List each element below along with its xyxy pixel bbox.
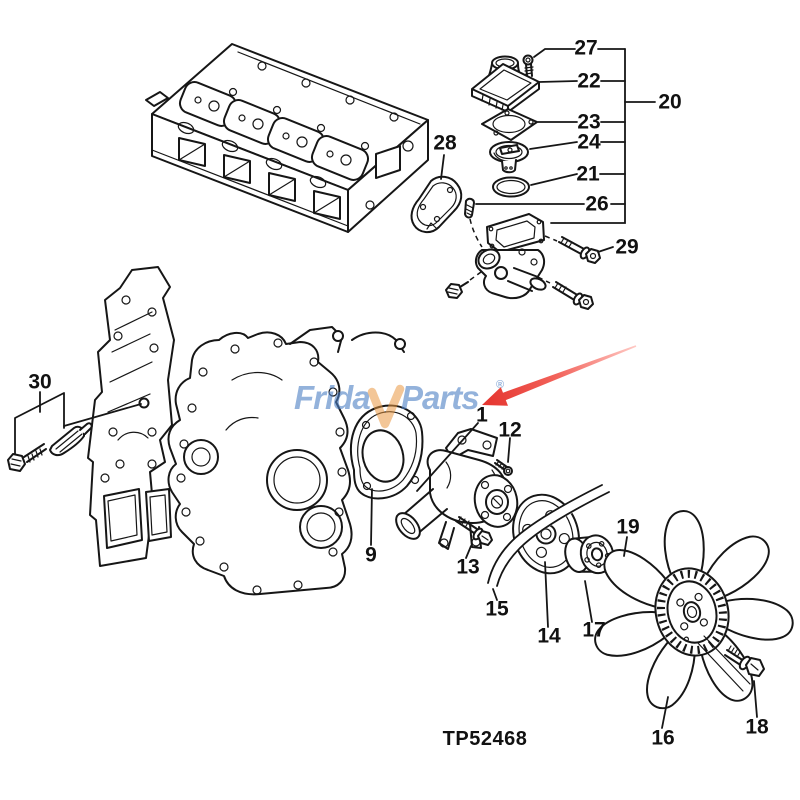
- callout-30: 30: [28, 371, 51, 394]
- thermostat-housing-drawing: [445, 213, 601, 310]
- callout-labels: 1 9 12 13 14 15 16 17 18 19 20 21 22 23 …: [28, 37, 769, 750]
- timing-cover-drawing: [167, 326, 418, 596]
- registered-mark: ®: [496, 379, 504, 391]
- o-ring-21: [492, 176, 530, 198]
- fitting-30: [49, 422, 93, 457]
- bolt-29a: [544, 235, 601, 264]
- engine-block-drawing: [87, 266, 175, 567]
- callout-16: 16: [651, 727, 674, 750]
- bolt-29b: [537, 276, 594, 310]
- callout-9: 9: [365, 544, 377, 567]
- leader-lines: [416, 422, 758, 729]
- red-pointer-arrow: [482, 345, 637, 406]
- callout-13: 13: [456, 556, 479, 579]
- callout-27: 27: [574, 37, 597, 60]
- head-intake-ports: [178, 137, 341, 220]
- callout-21: 21: [576, 163, 600, 186]
- callout-17: 17: [582, 619, 605, 642]
- callout-24: 24: [577, 131, 601, 154]
- gasket-28-drawing: [410, 154, 463, 233]
- watermark-text-prefix: Frida: [294, 379, 370, 416]
- callout-1: 1: [476, 404, 488, 427]
- cylinder-head-drawing: [145, 43, 429, 233]
- belt-15-drawing: [486, 484, 610, 587]
- watermark-check-icon: [367, 384, 405, 429]
- callout-19: 19: [616, 516, 639, 539]
- callout-bracket-20: [475, 48, 656, 253]
- callout-18: 18: [745, 716, 769, 739]
- thermostat-stack-drawing: [464, 54, 540, 248]
- callout-28: 28: [433, 132, 457, 155]
- callout-14: 14: [537, 625, 561, 648]
- water-pump-drawing: [395, 428, 519, 550]
- bolt-18: [696, 635, 765, 692]
- callout-23: 23: [577, 111, 600, 134]
- gasket-9-drawing: [350, 404, 424, 546]
- callout-29: 29: [615, 236, 638, 259]
- watermark: Frida Parts ®: [294, 379, 504, 429]
- bolt-27: [522, 54, 534, 77]
- drawing-code: TP52468: [443, 728, 528, 750]
- callout-15: 15: [485, 598, 509, 621]
- callout-20: 20: [658, 91, 681, 114]
- stud-26: [464, 197, 483, 248]
- stud-12: [494, 459, 513, 476]
- callout-26: 26: [585, 193, 608, 216]
- fan-16-drawing: [589, 508, 797, 716]
- plug-bolt: [445, 271, 482, 299]
- watermark-text-suffix: Parts: [401, 379, 479, 416]
- bolt-30: [7, 443, 47, 472]
- callout-12: 12: [498, 419, 521, 442]
- thermostat-24: [489, 141, 529, 174]
- callout-22: 22: [577, 70, 600, 93]
- gasket-23: [481, 108, 538, 141]
- bolt-13: [455, 516, 493, 546]
- part-30-drawing: [7, 391, 142, 472]
